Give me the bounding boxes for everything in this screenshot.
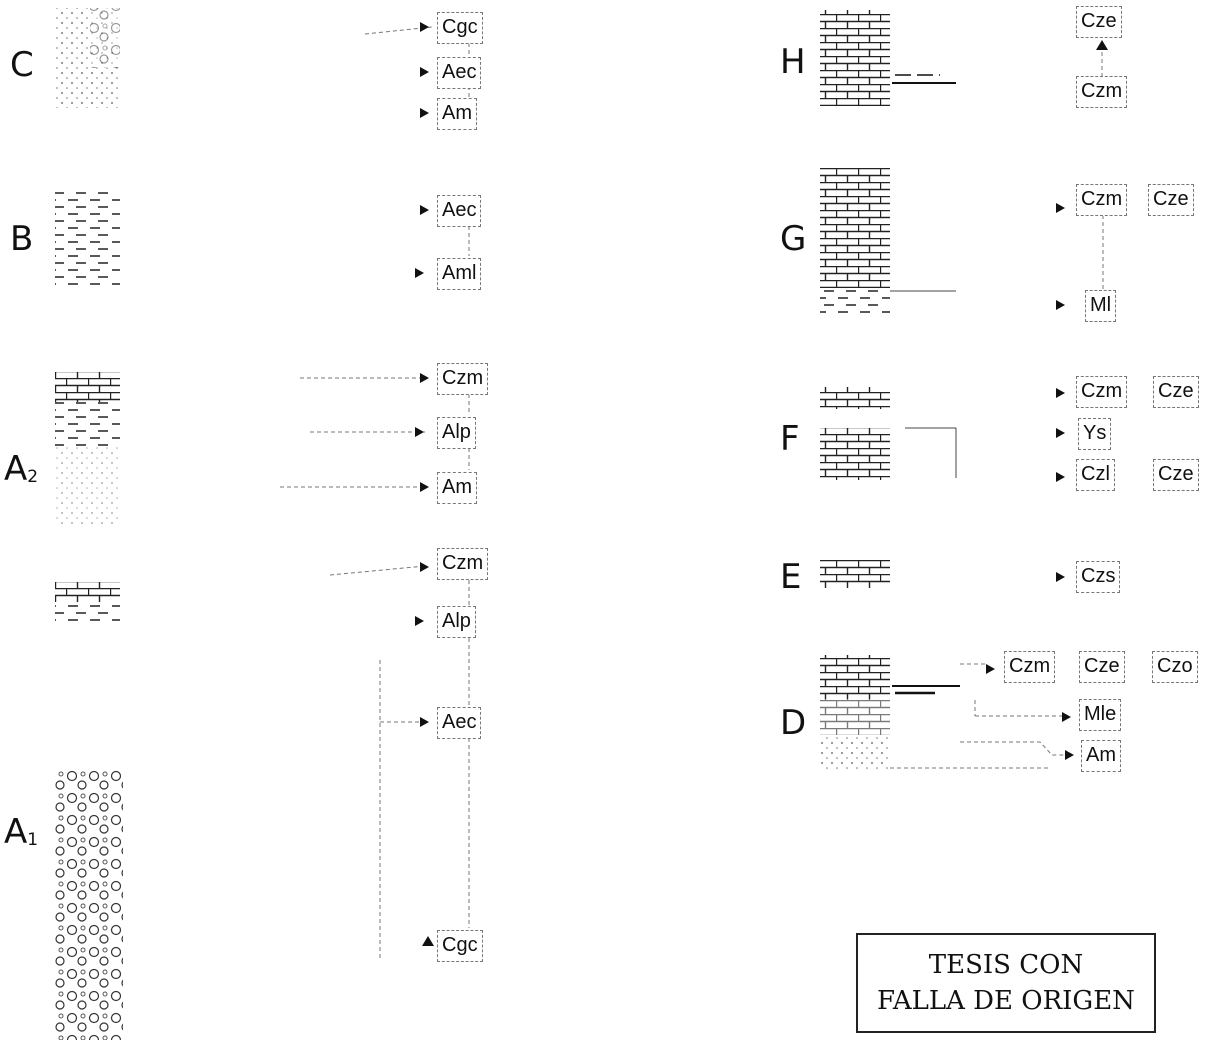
section-label-f: F — [780, 422, 800, 456]
unit-box: Am — [437, 98, 477, 130]
arrow-up-icon — [422, 936, 434, 946]
arrow-right-icon — [420, 67, 429, 77]
arrow-right-icon — [420, 373, 429, 383]
unit-box: Aec — [437, 57, 481, 89]
arrow-right-icon — [420, 562, 429, 572]
arrow-up-icon — [1096, 40, 1108, 50]
unit-box: Ys — [1078, 418, 1111, 450]
arrow-right-icon — [420, 22, 429, 32]
unit-box: Czl — [1076, 459, 1115, 491]
section-label-a2: A2 — [4, 452, 38, 492]
arrow-right-icon — [420, 108, 429, 118]
stamp: TESIS CON FALLA DE ORIGEN — [856, 933, 1156, 1033]
arrow-right-icon — [1065, 750, 1074, 760]
arrow-right-icon — [1062, 712, 1071, 722]
arrow-right-icon — [415, 427, 424, 437]
arrow-right-icon — [1056, 300, 1065, 310]
unit-box: Cze — [1079, 651, 1125, 683]
unit-box: Ml — [1085, 290, 1116, 322]
unit-box: Czs — [1076, 561, 1120, 593]
unit-box: Cze — [1153, 376, 1199, 408]
column-f-limestone-lower — [820, 428, 890, 480]
column-e-limestone — [820, 560, 890, 588]
column-d-limestone — [820, 655, 890, 699]
arrow-right-icon — [1056, 572, 1065, 582]
unit-box: Aec — [437, 195, 481, 227]
column-g-limestone — [820, 168, 890, 288]
unit-box: Am — [1081, 740, 1121, 772]
column-a1-conglomerate — [55, 770, 123, 1040]
arrow-right-icon — [415, 616, 424, 626]
section-label-b: B — [10, 222, 33, 256]
unit-box: Cgc — [437, 930, 483, 962]
arrow-right-icon — [420, 717, 429, 727]
unit-box: Cze — [1076, 6, 1122, 38]
unit-box: Alp — [437, 606, 476, 638]
unit-box: Czo — [1152, 651, 1198, 683]
arrow-right-icon — [986, 664, 995, 674]
unit-box: Czm — [1076, 376, 1127, 408]
unit-box: Cgc — [437, 12, 483, 44]
unit-box: Czm — [437, 363, 488, 395]
arrow-right-icon — [1056, 203, 1065, 213]
column-a2-limestone — [55, 372, 120, 402]
section-label-e: E — [780, 560, 801, 594]
unit-box: Cze — [1148, 184, 1194, 216]
unit-box: Czm — [1076, 184, 1127, 216]
unit-box: Am — [437, 472, 477, 504]
arrow-right-icon — [1056, 472, 1065, 482]
unit-box: Cze — [1153, 459, 1199, 491]
arrow-right-icon — [420, 205, 429, 215]
unit-box: Czm — [1004, 651, 1055, 683]
column-f-limestone-upper — [820, 387, 890, 409]
stamp-line-2: FALLA DE ORIGEN — [858, 983, 1154, 1019]
arrow-right-icon — [415, 268, 424, 278]
section-label-a1: A1 — [4, 815, 38, 855]
column-a1-limestone — [55, 582, 120, 602]
section-label-c: C — [10, 48, 34, 82]
unit-box: Czm — [437, 548, 488, 580]
unit-box: Alp — [437, 417, 476, 449]
unit-box: Czm — [1076, 76, 1127, 108]
column-h-limestone — [820, 10, 890, 106]
section-label-h: H — [780, 45, 806, 79]
unit-box: Mle — [1079, 699, 1121, 731]
column-b-shale — [55, 190, 120, 290]
stamp-line-1: TESIS CON — [858, 947, 1154, 983]
arrow-right-icon — [1056, 388, 1065, 398]
section-label-g: G — [780, 222, 806, 256]
arrow-right-icon — [420, 482, 429, 492]
unit-box: Aml — [437, 258, 481, 290]
section-label-d: D — [780, 706, 806, 740]
arrow-right-icon — [1056, 428, 1065, 438]
unit-box: Aec — [437, 707, 481, 739]
